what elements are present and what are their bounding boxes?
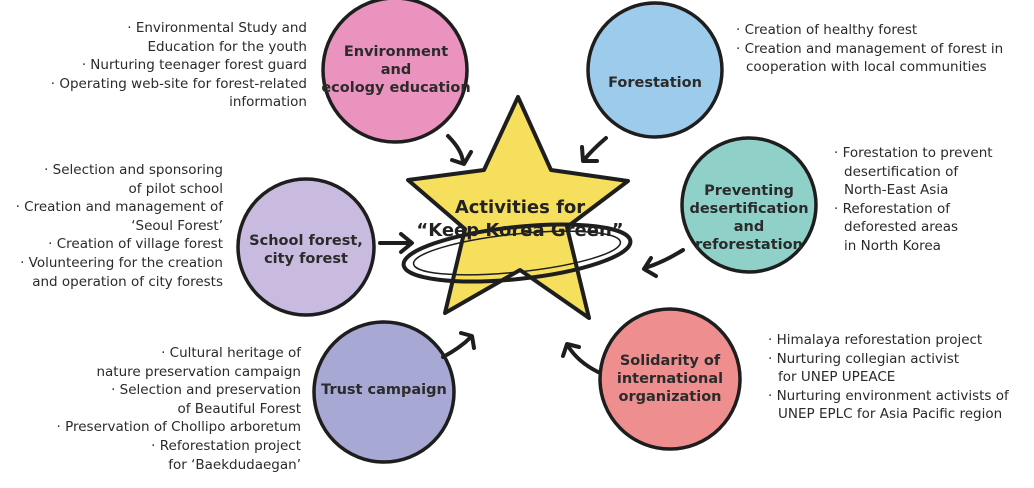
forestation-circle [586, 1, 724, 139]
env-node-label-line: Environment [343, 44, 449, 60]
curved-arrow-icon [642, 248, 685, 278]
curved-arrow-icon [441, 331, 476, 359]
trust-description-line: for ‘Baekdudaegan’ [168, 456, 301, 473]
school-description: · Selection and sponsoring of pilot scho… [16, 161, 223, 291]
school-description-line: · Creation of village forest [48, 236, 223, 253]
desert-description-line: · Forestation to prevent [834, 145, 993, 161]
center-title-line: “Keep Korea Green” [416, 220, 624, 241]
solidarity-description: · Himalaya reforestation project · Nurtu… [768, 331, 1009, 424]
school-description-line: of pilot school [128, 180, 224, 197]
env-circle [321, 0, 469, 144]
trust-description-line: · Cultural heritage of [161, 345, 301, 361]
curved-arrow-icon [561, 342, 600, 374]
env-node-label-line: ecology education [321, 80, 471, 96]
solidarity-circle [598, 307, 742, 451]
center-title: Activities for “Keep Korea Green” [410, 196, 630, 242]
solidarity-description-line: for UNEP UPEACE [778, 369, 896, 386]
desert-description-line: desertification of [844, 163, 959, 180]
trust-node-label: Trust campaign [314, 381, 454, 399]
school-node-label-line: city forest [264, 251, 348, 267]
curved-arrow-icon [378, 232, 414, 254]
desert-node-label-line: reforestation [695, 237, 803, 253]
forestation-description-line: cooperation with local communities [746, 59, 987, 76]
forestation-description: · Creation of healthy forest · Creation … [736, 21, 1003, 77]
env-description-line: Education for the youth [147, 38, 307, 55]
school-description-line: ‘Seoul Forest’ [131, 217, 223, 234]
env-description-line: · Environmental Study and [127, 20, 307, 36]
school-node-label-line: School forest, [249, 233, 363, 249]
solidarity-node-label-line: organization [618, 389, 722, 405]
desert-description-line: · Reforestation of [834, 200, 950, 217]
solidarity-node-label: Solidarity of international organization [605, 352, 735, 406]
curved-arrow-icon [580, 136, 608, 163]
env-description-line: · Nurturing teenager forest guard [81, 57, 307, 74]
school-node-label: School forest, city forest [241, 232, 371, 268]
desert-description: · Forestation to prevent desertification… [834, 144, 993, 256]
desert-description-line: in North Korea [844, 237, 941, 254]
trust-description-line: · Selection and preservation [111, 382, 301, 399]
forestation-node-label: Forestation [595, 74, 715, 92]
center-title-line: Activities for [454, 197, 586, 218]
desert-circle [680, 136, 818, 274]
trust-circle [312, 320, 456, 464]
school-description-line: · Creation and management of [15, 199, 223, 216]
desert-node-label-line: desertification and [689, 201, 809, 235]
trust-description-line: · Reforestation project [151, 437, 301, 454]
school-description-line: · Selection and sponsoring [44, 162, 223, 178]
desert-node-label-line: Preventing [704, 183, 794, 199]
solidarity-description-line: UNEP EPLC for Asia Pacific region [778, 406, 1003, 423]
solidarity-description-line: · Nurturing environment activists of [768, 387, 1009, 404]
trust-description: · Cultural heritage of nature preservati… [57, 344, 301, 474]
solidarity-node-label-line: international [616, 371, 724, 387]
env-node-label: Environment and ecology education [316, 43, 476, 97]
desert-description-line: deforested areas [844, 219, 959, 236]
desert-node-label: Preventing desertification and reforesta… [674, 182, 824, 254]
school-circle [236, 177, 376, 317]
orbit-ring-inner [412, 230, 622, 276]
desert-description-line: North-East Asia [844, 182, 949, 199]
curved-arrow-icon [446, 134, 473, 166]
forestation-node-label-line: Forestation [608, 75, 702, 91]
orbit-ring-icon [401, 222, 633, 284]
env-node-label-line: and [380, 62, 412, 78]
trust-description-line: · Preservation of Chollipo arboretum [56, 419, 301, 436]
env-description-line: · Operating web-site for forest-related [50, 75, 307, 92]
env-description-line: information [229, 94, 307, 111]
trust-description-line: of Beautiful Forest [177, 400, 301, 417]
forestation-description-line: · Creation and management of forest in [736, 40, 1004, 57]
solidarity-description-line: · Himalaya reforestation project [768, 332, 983, 348]
trust-node-label-line: Trust campaign [321, 382, 447, 398]
school-description-line: · Volunteering for the creation [20, 254, 223, 271]
env-description: · Environmental Study and Education for … [51, 19, 307, 112]
solidarity-node-label-line: Solidarity of [619, 353, 721, 369]
school-description-line: and operation of city forests [32, 273, 223, 290]
solidarity-description-line: · Nurturing collegian activist [768, 350, 960, 367]
forestation-description-line: · Creation of healthy forest [736, 22, 918, 38]
trust-description-line: nature preservation campaign [96, 363, 301, 380]
